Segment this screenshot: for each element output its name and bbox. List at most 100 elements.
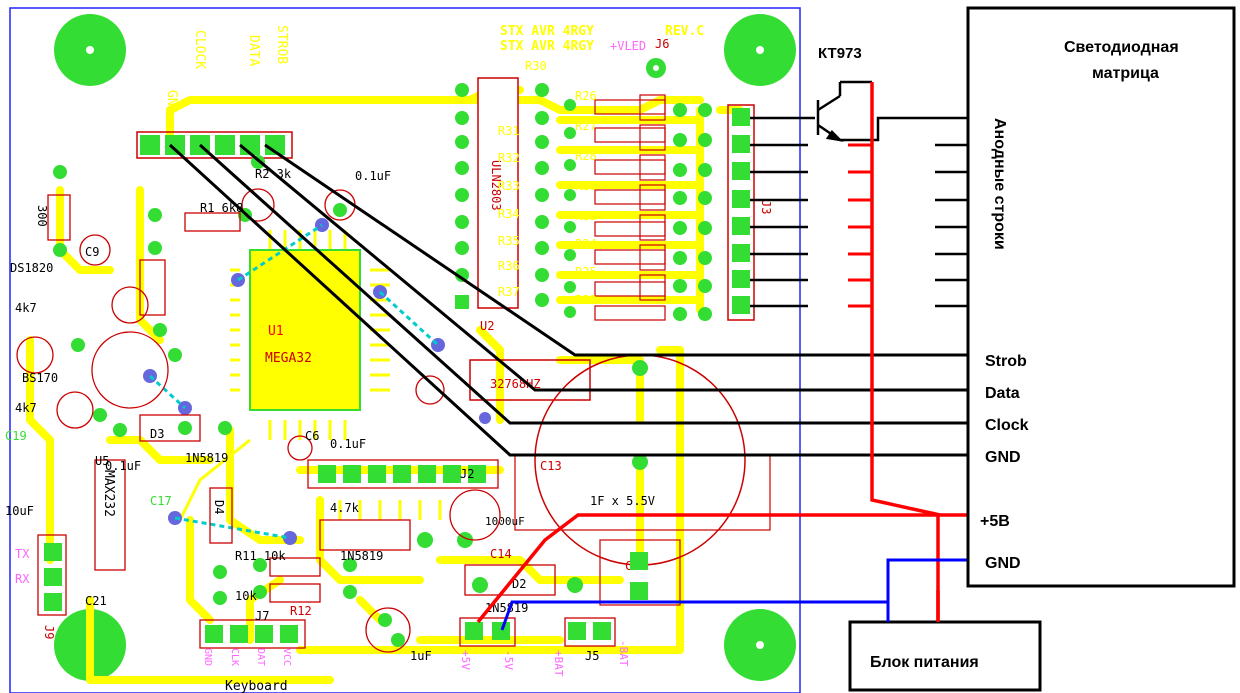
clock-label: Clock bbox=[985, 417, 1029, 434]
kb-clk-text: CLK bbox=[229, 648, 240, 666]
r23-label: R23 bbox=[575, 209, 597, 223]
c17-text: C17 bbox=[150, 494, 172, 508]
d4n-text: 1N5819 bbox=[340, 549, 383, 563]
led-matrix-box bbox=[966, 6, 1236, 588]
d3-text: D3 bbox=[150, 427, 164, 441]
header-labels: GND CLOCK DATA STROB bbox=[164, 25, 289, 114]
j9-text: J9 bbox=[42, 625, 56, 639]
chip-u1-name: MEGA32 bbox=[265, 351, 312, 366]
cap-01c-text: 0.1uF bbox=[105, 459, 141, 473]
chip-u1-label: U1 bbox=[268, 324, 284, 339]
chip-u1: U1 MEGA32 bbox=[249, 249, 361, 411]
mounting-holes bbox=[54, 14, 796, 681]
kb-vcc-text: VCC bbox=[281, 648, 292, 666]
data-label: Data bbox=[985, 385, 1020, 402]
board-revision: REV.C bbox=[665, 24, 704, 39]
anode-wires bbox=[750, 116, 815, 308]
r11-text: R11 10k bbox=[235, 549, 286, 563]
r26-label: R26 bbox=[575, 89, 597, 103]
r10k-text: 10k bbox=[235, 589, 257, 603]
minus5v-text: -5V bbox=[502, 650, 515, 670]
output-header-j3: J3 bbox=[727, 104, 773, 321]
matrix-title-line2: матрица bbox=[1092, 65, 1159, 82]
j5-text: J5 bbox=[585, 649, 599, 663]
rx-text: RX bbox=[15, 572, 30, 586]
keyboard-text: Keyboard bbox=[225, 679, 288, 693]
r27-label: R27 bbox=[575, 119, 597, 133]
gnd-signal-label: GND bbox=[985, 449, 1021, 466]
u5-name-text: MAX232 bbox=[101, 470, 116, 517]
resistor-labels: R30 R31 R32 R33 R34 R35 R36 R37 R26 R27 … bbox=[498, 59, 597, 307]
u5-text: U5 bbox=[95, 454, 109, 468]
wire-strob bbox=[264, 143, 968, 357]
r300-text: 300 bbox=[35, 205, 49, 227]
matrix-title-line1: Светодиодная bbox=[1064, 39, 1179, 56]
r31-label: R31 bbox=[498, 124, 520, 138]
r37-label: R37 bbox=[498, 285, 520, 299]
c9-text: C9 bbox=[85, 245, 99, 259]
board-misc-text: R1 6k8 R2 3k 0.1uF 0.1uF 0.1uF C9 C6 C17… bbox=[5, 167, 630, 693]
crystal: 32768HZ bbox=[469, 359, 591, 401]
r25-label: R25 bbox=[575, 265, 597, 279]
j3-label: J3 bbox=[759, 200, 773, 214]
r29-label: R29 bbox=[575, 179, 597, 193]
power-supply-label: Блок питания bbox=[870, 654, 979, 671]
matrix-row-stubs bbox=[935, 143, 968, 308]
gnd-power-label: GND bbox=[985, 555, 1021, 572]
chip-u2: ULN2803 U2 bbox=[477, 77, 519, 333]
signal-wires bbox=[168, 143, 968, 457]
header-label-strob: STROB bbox=[274, 25, 289, 64]
transistor-kt973 bbox=[816, 80, 968, 142]
wire-clock bbox=[198, 143, 968, 425]
j6-top-label: J6 bbox=[655, 37, 669, 51]
wire-data bbox=[239, 143, 968, 392]
plus5v-text: +5V bbox=[459, 650, 472, 670]
bat-plus-text: +BAT bbox=[552, 650, 565, 677]
header-label-clock: CLOCK bbox=[192, 30, 207, 69]
r30-label: R30 bbox=[525, 59, 547, 73]
strob-label: Strob bbox=[985, 353, 1027, 370]
board-title-1: STX AVR 4RGY bbox=[500, 24, 594, 39]
cap-1uf-text: 1uF bbox=[410, 649, 432, 663]
bs170-text: BS170 bbox=[22, 371, 58, 385]
d2-text: D2 bbox=[512, 577, 526, 591]
c14-text: C14 bbox=[490, 547, 512, 561]
kb-gnd-text: GND bbox=[202, 648, 213, 666]
chip-u2-label: U2 bbox=[480, 319, 494, 333]
r28-label: R28 bbox=[575, 149, 597, 163]
r35-label: R35 bbox=[498, 234, 520, 248]
chip-u2-name: ULN2803 bbox=[489, 160, 503, 211]
c21-text: C21 bbox=[85, 594, 107, 608]
c6-text: C6 bbox=[305, 429, 319, 443]
board-title-2: STX AVR 4RGY bbox=[500, 39, 594, 54]
cap-10uf-text: 10uF bbox=[5, 504, 34, 518]
cap-01a-text: 0.1uF bbox=[355, 169, 391, 183]
r47k-text: 4.7k bbox=[330, 501, 360, 515]
header-label-data: DATA bbox=[246, 35, 261, 66]
crystal-label: 32768HZ bbox=[490, 377, 541, 391]
transistor-label: КТ973 bbox=[818, 45, 862, 62]
cap-01b-text: 0.1uF bbox=[330, 437, 366, 451]
pads bbox=[44, 83, 712, 647]
d2n-text: 1N5819 bbox=[485, 601, 528, 615]
vled-label: +VLED bbox=[610, 39, 646, 53]
r4k7a-text: 4k7 bbox=[15, 301, 37, 315]
j2-text: J2 bbox=[460, 467, 474, 481]
r1-text: R1 6k8 bbox=[200, 201, 243, 215]
signal-header bbox=[136, 131, 293, 159]
cap-1000-label: 1000uF bbox=[485, 515, 525, 528]
supercap-label: 1F x 5.5V bbox=[590, 494, 655, 508]
r12-text: R12 bbox=[290, 604, 312, 618]
r36-label: R36 bbox=[498, 259, 520, 273]
anode-rows-label: Анодные строки bbox=[991, 118, 1008, 250]
resistor-bank bbox=[594, 94, 666, 321]
wire-gnd bbox=[168, 143, 968, 457]
r32-label: R32 bbox=[498, 151, 520, 165]
plus5-label: +5В bbox=[980, 513, 1010, 530]
r22-label: R22 bbox=[575, 293, 597, 307]
r34-label: R34 bbox=[498, 207, 520, 221]
r24-label: R24 bbox=[575, 237, 597, 251]
c19-text: C19 bbox=[5, 429, 27, 443]
power-supply-box bbox=[848, 620, 1042, 692]
header-label-gnd: GND bbox=[164, 90, 179, 114]
